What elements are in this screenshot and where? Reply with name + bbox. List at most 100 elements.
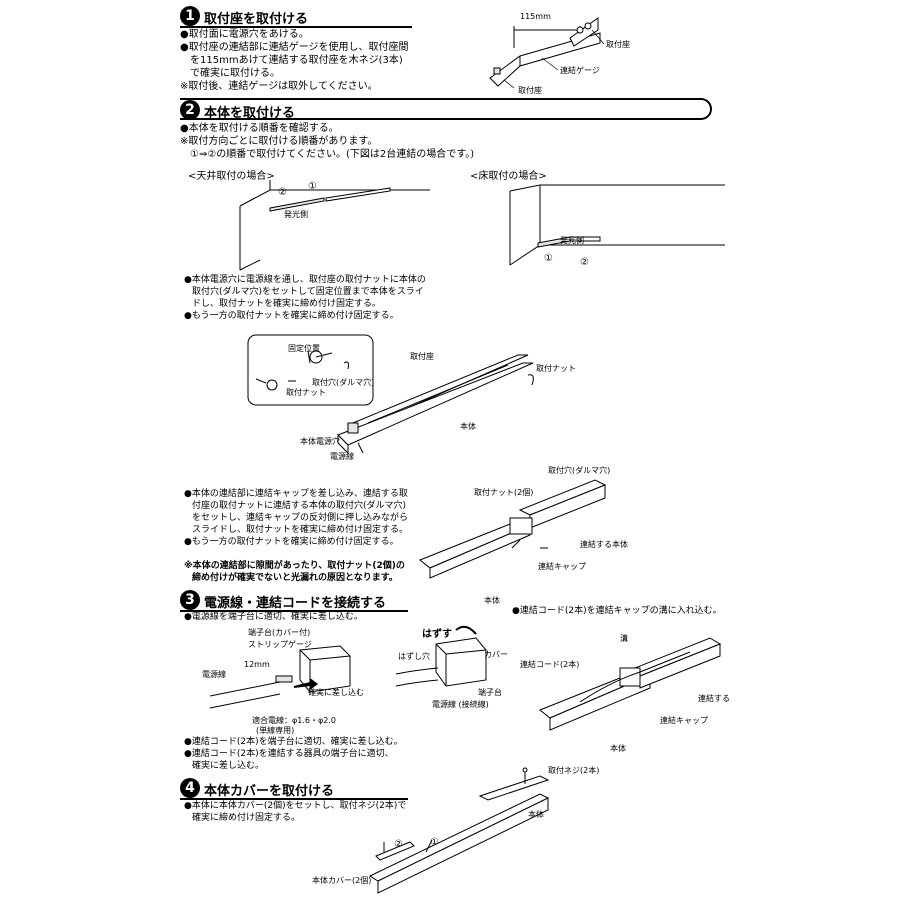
- section-title: 取付座を取付ける: [204, 12, 309, 27]
- step-number: 4: [180, 778, 200, 798]
- text-line: 付座の取付ナットに連結する本体の取付穴(ダルマ穴): [192, 501, 407, 511]
- label-screws: 取付ネジ(2本): [548, 766, 600, 775]
- label-power-hole: 本体電源穴: [300, 437, 340, 446]
- step-number: 3: [180, 590, 200, 610]
- text-line: スライドし、取付ナットを確実に締め付け固定する。: [192, 525, 409, 535]
- section-2-note: ※本体の連結部に隙間があったり、取付ナット(2個)の 締め付けが確実でないと光漏…: [184, 560, 405, 584]
- cord-route-figure: [539, 637, 722, 731]
- section-1-text: ●取付面に電源穴をあける。 ●取付座の連結部に連結ゲージを使用し、取付座間 を1…: [180, 28, 409, 93]
- text-line: ※取付方向ごとに取付ける順番があります。: [180, 136, 378, 147]
- section-2-text-2: ●本体電源穴に電源線を通し、取付座の取付ナットに本体の 取付穴(ダルマ穴)をセッ…: [184, 274, 426, 322]
- floor-mount-title: <床取付の場合>: [470, 171, 547, 182]
- label-mounting-base: 取付座: [606, 40, 630, 49]
- text-line: ※取付後、連結ゲージは取外してください。: [180, 81, 378, 92]
- section-2-text: ●本体を取付ける順番を確認する。 ※取付方向ごとに取付ける順番があります。 ①⇒…: [180, 122, 474, 161]
- text-line: ①⇒②の順番で取付けてください。(下図は2台連結の場合です。): [190, 149, 475, 160]
- text-line: ●もう一方の取付ナットを確実に締め付け固定する。: [184, 311, 399, 321]
- label-mounting-base-2: 取付座: [518, 86, 542, 95]
- label-remove-hole: はずし穴: [398, 652, 430, 661]
- step-number: 2: [180, 100, 200, 120]
- cover-num-2: ②: [394, 839, 403, 850]
- floor-mount-figure: [509, 184, 725, 266]
- text-line: ●本体に本体カバー(2個)をセットし、取付ネジ(2本)で: [184, 801, 407, 811]
- label-cap: 連結キャップ: [538, 562, 586, 571]
- body-connect-figure: [419, 479, 607, 579]
- label-gauge: 連結ゲージ: [560, 66, 600, 75]
- text-line: ●もう一方の取付ナットを確実に締め付け固定する。: [184, 537, 399, 547]
- label-cords: 連結コード(2本): [520, 660, 580, 669]
- section-4-text: ●本体に本体カバー(2個)をセットし、取付ネジ(2本)で 確実に締め付け固定する…: [184, 800, 406, 824]
- text-line: ●本体電源穴に電源線を通し、取付座の取付ナットに本体の: [184, 275, 426, 285]
- section-title: 本体カバーを取付ける: [204, 784, 335, 799]
- label-body-4: 本体: [528, 810, 544, 819]
- label-wire-spec-2: (単線専用): [256, 726, 295, 735]
- cover-num-1: ①: [430, 837, 439, 848]
- label-nut-2: 取付ナット: [536, 364, 576, 373]
- cover-install-figure: [368, 767, 550, 894]
- body-install-figure: [247, 334, 534, 455]
- text-line: ●本体の連結部に連結キャップを差し込み、連結する取: [184, 489, 408, 499]
- label-fix-position: 固定位置: [288, 344, 320, 353]
- label-remove: はずす: [422, 629, 452, 640]
- label-base: 取付座: [410, 352, 434, 361]
- section-title: 電源線・連結コードを接続する: [204, 596, 387, 611]
- ceiling-mount-figure: [239, 180, 430, 271]
- label-wire-spec: 適合電線：φ1.6・φ2.0: [252, 716, 336, 725]
- ceiling-num-1: ①: [308, 181, 317, 192]
- text-line: 確実に締め付け固定する。: [192, 813, 301, 823]
- section-2-text-3: ●本体の連結部に連結キャップを差し込み、連結する取 付座の取付ナットに連結する本…: [184, 488, 408, 548]
- label-insert: 確実に差し込む: [308, 688, 364, 697]
- label-connecting: 連結する: [698, 694, 730, 703]
- terminal-figure: [209, 645, 351, 709]
- section-3-text-2: ●連結コード(2本)を端子台に適切、確実に差し込む。 ●連結コード(2本)を連結…: [184, 736, 403, 772]
- section-4-header: 4 本体カバーを取付ける: [180, 778, 408, 800]
- text-line: で確実に取付ける。: [190, 68, 280, 79]
- text-line: ※本体の連結部に隙間があったり、取付ナット(2個)の: [184, 561, 405, 571]
- ceiling-num-2: ②: [278, 187, 287, 198]
- text-line: ドし、取付ナットを確実に締め付け固定する。: [192, 299, 382, 309]
- label-power-line-2: 電源線: [202, 670, 226, 679]
- text-line: ●取付座の連結部に連結ゲージを使用し、取付座間: [180, 42, 409, 53]
- label-connecting-body: 連結する本体: [580, 540, 628, 549]
- label-body: 本体: [460, 422, 476, 431]
- label-keyhole: 取付穴(ダルマ穴): [312, 378, 375, 387]
- section-3-right-note: ●連結コード(2本)を連結キャップの溝に入れ込む。: [512, 606, 722, 616]
- text-line: 締め付けが確実でないと光漏れの原因となります。: [192, 573, 398, 583]
- text-line: ●連結コード(2本)を連結する器具の端子台に適切、: [184, 749, 394, 759]
- ceiling-light-side-label: 発光側: [284, 210, 308, 219]
- cover-remove-figure: [395, 625, 487, 687]
- section-3-header: 3 電源線・連結コードを接続する: [180, 590, 408, 612]
- floor-light-side-label: 発光側: [560, 236, 584, 245]
- label-cap-2: 連結キャップ: [660, 716, 708, 725]
- section-3-text: ●電源線を端子台に適切、確実に差し込む。: [184, 612, 363, 622]
- text-line: ●本体を取付ける順番を確認する。: [180, 123, 339, 134]
- label-groove: 溝: [620, 634, 628, 643]
- section-title: 本体を取付ける: [204, 106, 296, 121]
- section-1-header: 1 取付座を取付ける: [180, 6, 412, 28]
- label-power-line: 電源線: [330, 452, 354, 461]
- label-nuts: 取付ナット(2個): [474, 488, 534, 497]
- floor-num-2: ②: [580, 257, 589, 268]
- label-body-3: 本体: [610, 744, 626, 753]
- floor-num-1: ①: [544, 253, 553, 264]
- label-cover: カバー: [484, 650, 508, 659]
- label-12mm: 12mm: [244, 660, 270, 669]
- label-terminal: 端子台(カバー付): [248, 628, 311, 637]
- label-keyhole-2: 取付穴(ダルマ穴): [548, 466, 611, 475]
- label-nut: 取付ナット: [286, 388, 326, 397]
- label-power-line-3: 電源線 (接続線): [432, 700, 489, 709]
- text-line: をセットし、連結キャップの反対側に押し込みながら: [192, 513, 409, 523]
- label-terminal-2: 端子台: [478, 688, 502, 697]
- mounting-base-figure: [489, 17, 605, 89]
- text-line: を115mmあけて連結する取付座を木ネジ(3本): [190, 55, 403, 66]
- step-number: 1: [180, 6, 200, 26]
- text-line: ●取付面に電源穴をあける。: [180, 29, 309, 40]
- ceiling-mount-title: <天井取付の場合>: [188, 171, 275, 182]
- text-line: ●連結コード(2本)を端子台に適切、確実に差し込む。: [184, 737, 403, 747]
- label-body-cover: 本体カバー(2個): [312, 876, 372, 885]
- text-line: 確実に差し込む。: [192, 761, 265, 771]
- label-strip-gauge: ストリップゲージ: [248, 640, 312, 649]
- dim-label: 115mm: [520, 12, 551, 21]
- section-2-header: 2 本体を取付ける: [180, 98, 712, 121]
- text-line: 取付穴(ダルマ穴)をセットして固定位置まで本体をスライ: [192, 287, 424, 297]
